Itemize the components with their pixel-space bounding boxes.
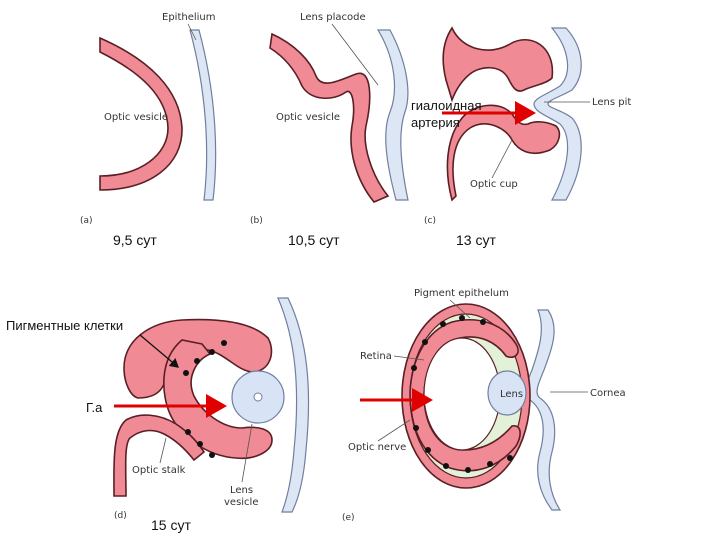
panel-label-d: (d)	[114, 511, 127, 521]
leader-lens-vesicle	[241, 423, 253, 483]
pigment-dot	[459, 315, 465, 321]
label-pigment-cells: Пигментные клетки	[6, 318, 123, 333]
label-optic-stalk: Optic stalk	[132, 465, 186, 476]
epithelium-a	[189, 29, 217, 201]
pigment-dot	[443, 463, 449, 469]
stage-label-a: 9,5 сут	[113, 232, 157, 248]
epithelium-b	[376, 29, 409, 201]
label-ga: Г.а	[86, 400, 103, 415]
label-optic-nerve: Optic nerve	[348, 442, 406, 453]
leader-optic-cup	[491, 139, 513, 179]
panel-label-e: (e)	[342, 513, 355, 523]
label-epithelium: Epithelium	[162, 12, 216, 23]
label-lens-vesicle-2: vesicle	[224, 497, 259, 508]
panel-e: Lens Pigment epithelum Retina Cornea Opt…	[342, 288, 626, 523]
optic-cup-outer	[442, 26, 554, 103]
pigment-dot	[209, 452, 215, 458]
pigment-dot	[480, 319, 486, 325]
label-lens-placode: Lens placode	[300, 12, 366, 23]
pigment-dot	[185, 429, 191, 435]
optic-cup-d-outer	[123, 318, 273, 399]
panel-d: Пигментные клетки Г.а Optic stalk Lens v…	[6, 297, 310, 533]
pigment-dot	[183, 370, 189, 376]
leader-optic-nerve	[377, 419, 411, 442]
optic-stalk-d	[113, 414, 206, 497]
label-lens-pit: Lens pit	[592, 97, 631, 108]
stage-label-b: 10,5 сут	[288, 232, 340, 248]
leader-epithelium	[187, 23, 197, 41]
panel-c: гиалоидная артерия Lens pit Optic cup (c…	[411, 26, 631, 248]
leader-optic-stalk	[159, 437, 167, 464]
label-gialoid-1: гиалоидная	[411, 98, 482, 113]
label-optic-vesicle-b: Optic vesicle	[276, 112, 340, 123]
pigment-dot	[413, 425, 419, 431]
panel-a: Epithelium Optic vesicle (a) 9,5 сут	[80, 12, 217, 248]
stage-label-c: 13 сут	[456, 232, 496, 248]
lens-vesicle-lumen	[253, 392, 263, 402]
label-pigment-epithelium: Pigment epithelum	[414, 288, 509, 299]
pigment-dots-d	[183, 340, 227, 458]
pigment-dot	[221, 340, 227, 346]
label-optic-vesicle-a: Optic vesicle	[104, 112, 168, 123]
leader-pigment-epithelium	[449, 299, 471, 319]
pigment-dot	[197, 441, 203, 447]
epithelium-c	[533, 27, 582, 201]
label-cornea: Cornea	[590, 388, 626, 399]
retina-layer	[409, 319, 521, 472]
pigment-dot	[507, 455, 513, 461]
lens-placode-tissue	[269, 32, 390, 203]
pigment-dot	[422, 339, 428, 345]
label-lens-vesicle-1: Lens	[230, 485, 253, 496]
label-retina: Retina	[360, 351, 392, 362]
label-optic-cup: Optic cup	[470, 179, 518, 190]
pigment-dot	[465, 467, 471, 473]
label-lens: Lens	[500, 389, 523, 400]
leader-retina	[393, 355, 425, 361]
optic-cup-d-inner	[163, 339, 273, 460]
epithelium-d	[277, 297, 310, 513]
pigment-dot	[487, 461, 493, 467]
panel-b: Lens placode Optic vesicle (b) 10,5 сут	[250, 12, 409, 248]
panel-label-a: (a)	[80, 216, 93, 226]
leader-lens-placode	[331, 23, 379, 86]
stage-label-d: 15 сут	[151, 517, 191, 533]
cornea-e	[524, 309, 562, 511]
pigment-dot	[440, 321, 446, 327]
pigment-dots-e	[411, 315, 513, 473]
optic-vesicle-a	[99, 36, 183, 191]
pigment-dot	[194, 358, 200, 364]
pigment-dot	[209, 349, 215, 355]
pigment-dot	[411, 365, 417, 371]
lens-e	[487, 370, 527, 416]
panel-label-b: (b)	[250, 216, 263, 226]
label-gialoid-2: артерия	[411, 115, 460, 130]
pigment-cells-arrow	[139, 334, 179, 368]
panel-label-c: (c)	[424, 216, 436, 226]
optic-cup-inner	[446, 104, 561, 202]
pigment-dot	[425, 447, 431, 453]
